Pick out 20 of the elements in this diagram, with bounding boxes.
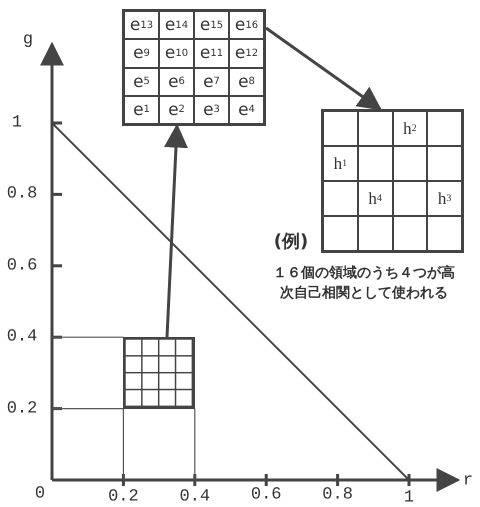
tick-label: 0.4 (6, 328, 38, 347)
arrow (265, 26, 382, 110)
matrix-grid (321, 109, 464, 253)
tick-label: 0 (34, 484, 46, 504)
tick-label: 1 (404, 488, 414, 507)
axis-label: g (22, 30, 34, 50)
tick-label: 0.8 (6, 184, 38, 204)
example-heading: (例) (274, 230, 308, 253)
tick-label: 0.4 (180, 488, 210, 506)
tick-label: 0.8 (322, 486, 353, 504)
tick-label: 0.2 (108, 488, 139, 506)
matrix-grid (122, 9, 266, 126)
axis-label: r (462, 472, 474, 490)
tick-label: 1 (12, 114, 22, 132)
tick-label: 0.6 (250, 486, 282, 504)
arrow (164, 124, 188, 338)
small-grid (123, 337, 195, 409)
tick-label: 0.2 (6, 399, 38, 418)
tick-label: 0.6 (6, 256, 38, 276)
caption-text: １６個の領域のうち４つが高次自己相関として使われる (272, 264, 456, 303)
